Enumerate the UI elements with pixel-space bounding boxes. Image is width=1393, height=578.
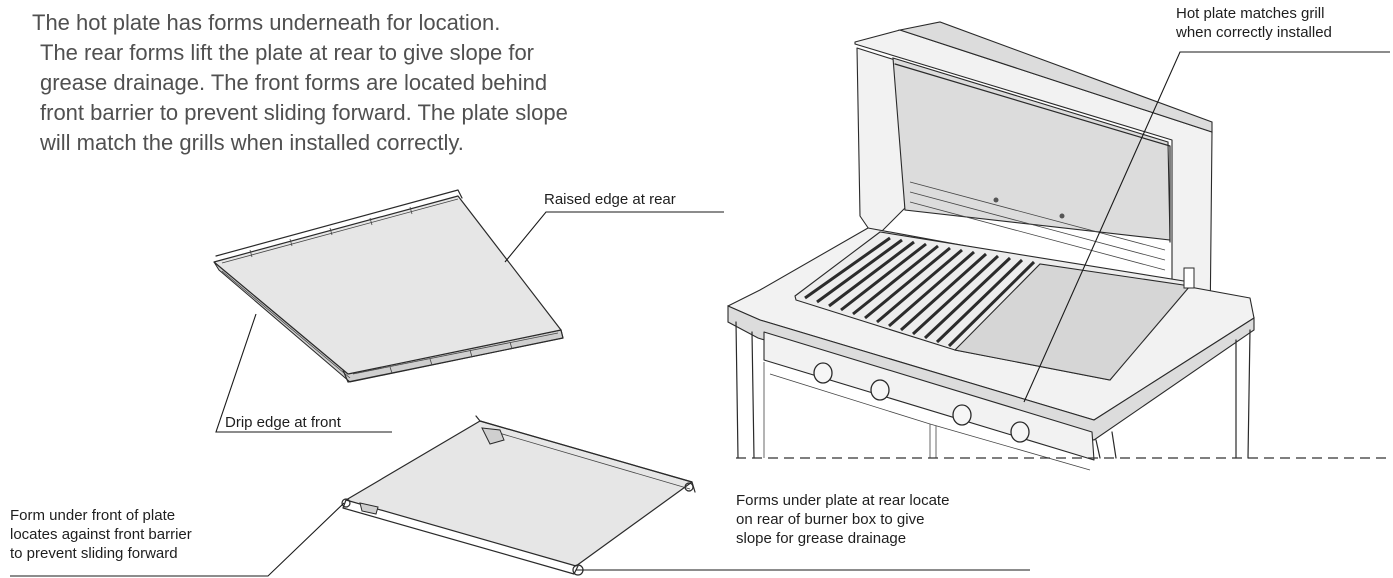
callout-line: Forms under plate at rear locate [736, 492, 950, 509]
grill-bars [804, 236, 1036, 348]
callout-line: to prevent sliding forward [10, 545, 178, 562]
intro-text: The hot plate has forms underneath for l… [32, 8, 740, 158]
hot-plate-underside-view [341, 415, 696, 576]
control-knob [870, 379, 890, 401]
callout-line: when correctly installed [1176, 24, 1332, 41]
callout-raised-edge: Raised edge at rear [544, 191, 676, 208]
callout-line: locates against front barrier [10, 526, 192, 543]
barbecue-unit [727, 21, 1390, 471]
callout-form-rear: Forms under plate at rear locate on rear… [736, 491, 949, 548]
intro-line: The hot plate has forms underneath for l… [32, 10, 501, 35]
callout-line: Hot plate matches grill [1176, 5, 1325, 22]
intro-line: The rear forms lift the plate at rear to… [40, 40, 535, 65]
intro-line: grease drainage. The front forms are loc… [40, 70, 548, 95]
intro-line: will match the grills when installed cor… [40, 130, 464, 155]
leader-lines [10, 51, 1390, 577]
callout-matches-grill: Hot plate matches grill when correctly i… [1176, 4, 1332, 42]
control-knob [813, 362, 833, 384]
callout-drip-edge: Drip edge at front [225, 414, 341, 431]
control-knob [1010, 421, 1030, 443]
callout-line: slope for grease drainage [736, 530, 907, 547]
hot-plate-top-view [213, 189, 564, 383]
intro-line: front barrier to prevent sliding forward… [40, 100, 568, 125]
callout-line: Form under front of plate [10, 507, 176, 524]
callout-line: on rear of burner box to give [736, 511, 925, 528]
callout-form-front: Form under front of plate locates agains… [10, 506, 192, 563]
control-knob [952, 404, 972, 426]
